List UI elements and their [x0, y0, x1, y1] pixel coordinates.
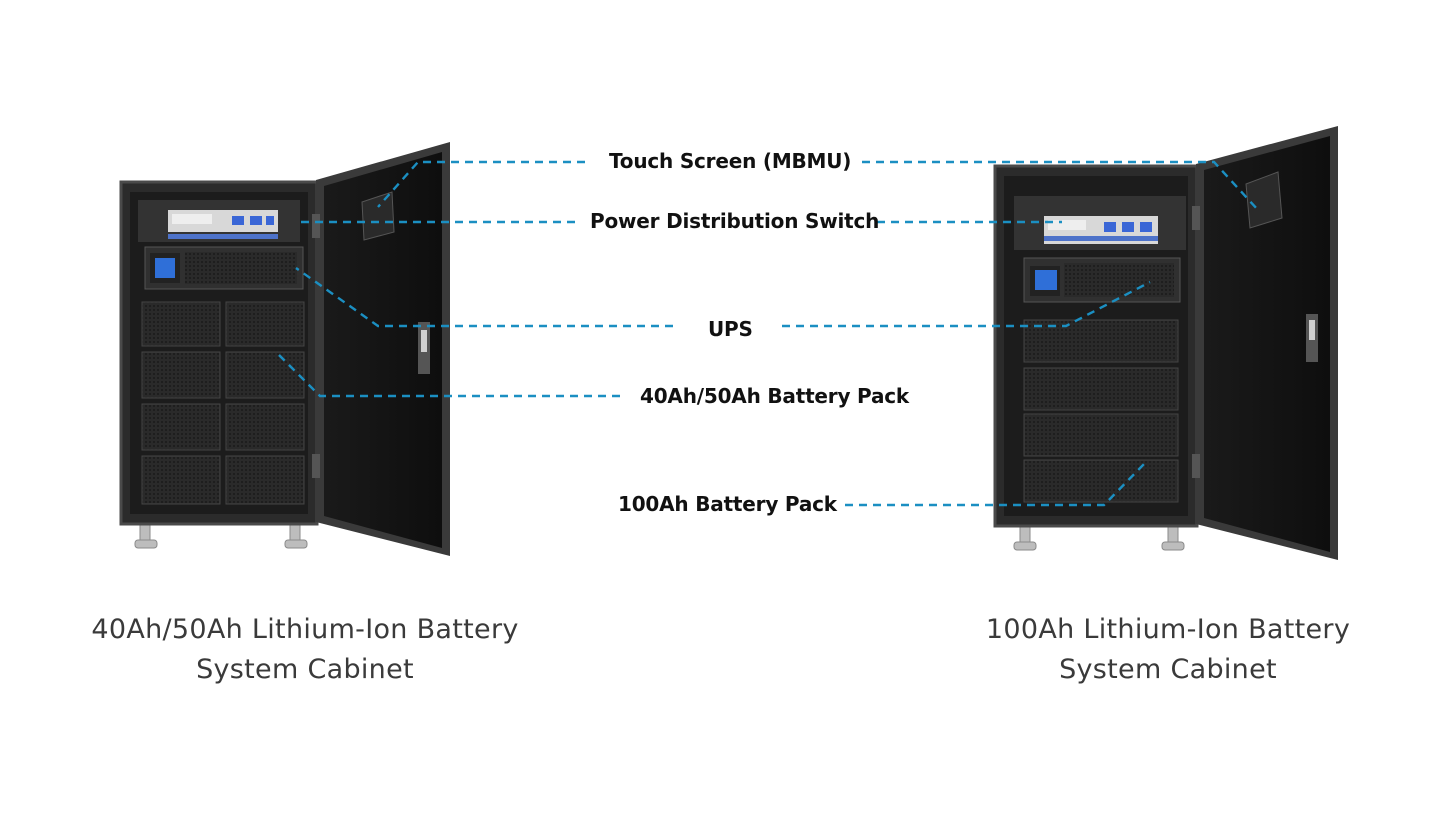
label-battery-40-50: 40Ah/50Ah Battery Pack — [640, 384, 910, 408]
caption-right-line1: 100Ah Lithium-Ion Battery — [985, 614, 1351, 645]
left-door — [312, 142, 450, 556]
caption-right-line2: System Cabinet — [1059, 654, 1277, 685]
left-casters — [134, 521, 308, 549]
leader-ups-right — [782, 280, 1151, 328]
leader-battery-40-50 — [275, 351, 620, 398]
right-battery-packs — [1023, 319, 1179, 503]
leader-ups-left — [295, 267, 673, 328]
leader-lines — [275, 160, 1259, 507]
label-ups: UPS — [708, 317, 753, 341]
right-power-distribution-switch — [1014, 196, 1186, 250]
left-ups — [144, 246, 304, 290]
right-ups — [1023, 257, 1181, 303]
caption-left-line1: 40Ah/50Ah Lithium-Ion Battery — [91, 614, 519, 645]
leader-battery-100 — [845, 461, 1147, 507]
left-power-distribution-switch — [138, 200, 300, 242]
caption-right-cabinet: 100Ah Lithium-Ion Battery System Cabinet — [918, 610, 1418, 690]
leader-touch-screen-right — [862, 160, 1259, 211]
left-battery-packs — [141, 301, 305, 505]
left-cabinet — [119, 142, 450, 556]
caption-left-line2: System Cabinet — [196, 654, 414, 685]
label-battery-100: 100Ah Battery Pack — [618, 492, 837, 516]
right-cabinet — [993, 126, 1338, 560]
caption-left-cabinet: 40Ah/50Ah Lithium-Ion Battery System Cab… — [55, 610, 555, 690]
label-touch-screen: Touch Screen (MBMU) — [609, 149, 852, 173]
right-door — [1192, 126, 1338, 560]
label-power-distribution-switch: Power Distribution Switch — [590, 209, 880, 233]
